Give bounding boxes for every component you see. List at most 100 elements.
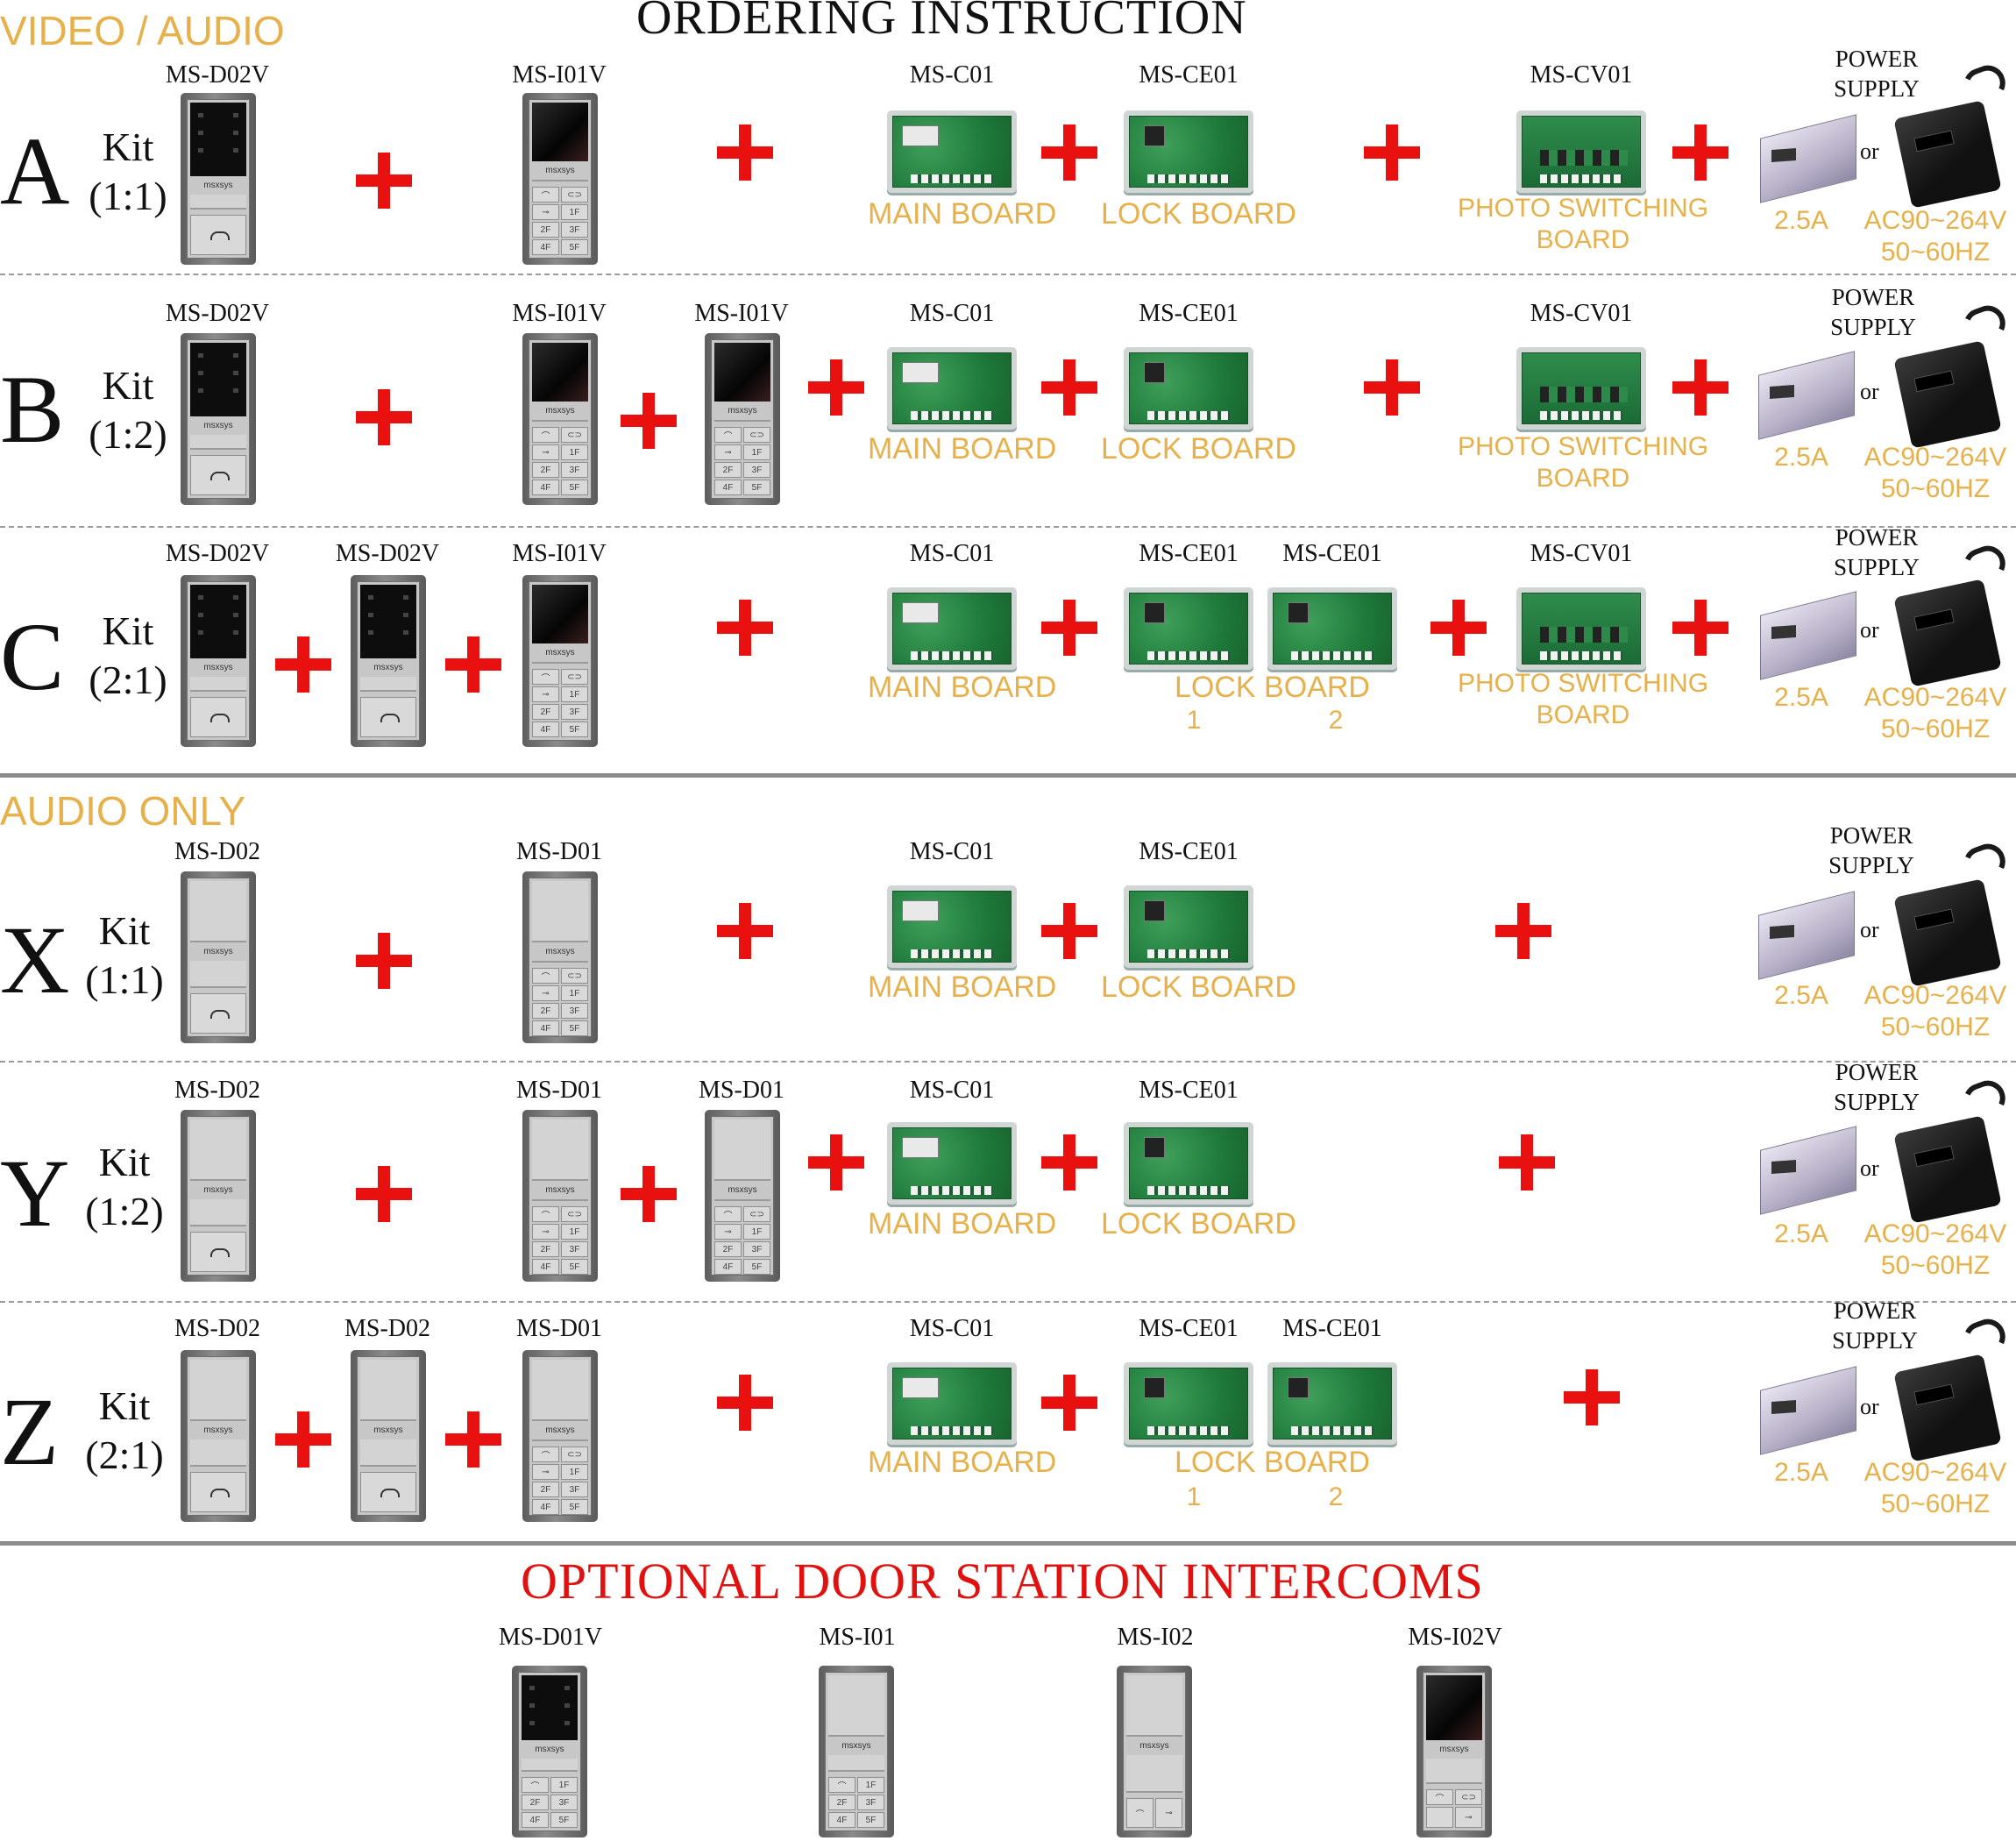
row-divider	[0, 1061, 2016, 1063]
keypad-key: ⊸	[714, 1224, 742, 1240]
keypad-key: 1F	[857, 1777, 884, 1793]
keypad-key: ⌒	[532, 187, 559, 203]
keypad-key: 3F	[857, 1795, 884, 1810]
keypad-key: ⌒	[532, 1446, 559, 1462]
keypad-key: ⊸	[532, 985, 559, 1001]
amp-label: 2.5A	[1774, 206, 1828, 235]
plus-icon	[1041, 1134, 1097, 1191]
model-label: MS-CV01	[1530, 540, 1633, 567]
camera-icon	[190, 343, 246, 416]
circuit-board-image	[1124, 110, 1253, 193]
pcb-surface	[1273, 593, 1392, 665]
call-button-icon	[190, 993, 246, 1034]
panel-face	[532, 1360, 588, 1421]
section-divider	[0, 1541, 2016, 1546]
keypad-key: 3F	[743, 462, 770, 478]
keypad-key: 2F	[714, 462, 742, 478]
plus-icon	[275, 1411, 331, 1468]
model-label: MS-I01V	[694, 300, 789, 327]
pcb-surface	[1522, 116, 1641, 188]
keypad-key: ⊂⊃	[561, 669, 588, 685]
panel-face	[828, 1755, 884, 1772]
panel-face	[190, 1439, 246, 1467]
row-letter: C	[0, 603, 65, 710]
panel-face: msxsys	[187, 99, 250, 259]
board-number: 2	[1328, 706, 1344, 735]
model-label: MS-CV01	[1530, 61, 1633, 89]
plus-icon	[1041, 124, 1097, 181]
power-adapter-image	[1760, 1126, 1856, 1215]
cable-icon	[1958, 300, 2011, 349]
panel-face: msxsys⌒⊸	[1123, 1672, 1186, 1831]
panel-face: msxsys	[187, 339, 250, 499]
keypad-key: 2F	[532, 462, 559, 478]
board-number: 1	[1186, 706, 1202, 735]
board-caption: LOCK BOARD	[1101, 970, 1296, 1004]
screen-icon	[532, 343, 588, 402]
board-caption: LOCK BOARD	[1101, 197, 1296, 231]
keypad-key: ⊂⊃	[561, 1206, 588, 1222]
keypad-key: 2F	[532, 1482, 559, 1497]
plus-icon	[445, 1411, 501, 1468]
model-label: MS-D02V	[335, 540, 440, 567]
screen-icon	[532, 585, 588, 643]
brand-logo: msxsys	[545, 1425, 575, 1435]
or-text: or	[1860, 617, 1879, 643]
pcb-surface	[892, 593, 1012, 665]
or-text: or	[1860, 139, 1879, 164]
kit-label: Kit(1:1)	[85, 908, 164, 1002]
keypad-key: ⊂⊃	[561, 187, 588, 203]
board-caption: LOCK BOARD	[1175, 1446, 1370, 1479]
brand-logo: msxsys	[1439, 1745, 1469, 1754]
plus-icon	[1041, 1375, 1097, 1431]
keypad-key: ⊂⊃	[561, 427, 588, 443]
panel-face	[532, 1199, 588, 1201]
plus-icon	[621, 393, 677, 449]
panel-face	[532, 961, 588, 963]
pcb-surface	[1129, 116, 1248, 188]
keypad-key: ⊂⊃	[743, 427, 770, 443]
keypad-key: ⊸	[714, 444, 742, 460]
plus-icon	[717, 1375, 773, 1431]
panel-face	[190, 677, 246, 692]
model-label: MS-C01	[909, 61, 995, 89]
model-label: MS-C01	[909, 540, 995, 567]
keypad-key: 5F	[561, 721, 588, 737]
model-label: MS-CE01	[1139, 838, 1239, 865]
keypad-key: 2F	[522, 1795, 549, 1810]
or-text: or	[1860, 1155, 1879, 1181]
circuit-board-image	[1267, 587, 1397, 670]
pcb-surface	[892, 891, 1012, 963]
model-label: MS-D01	[515, 838, 602, 865]
plus-icon	[717, 600, 773, 656]
keypad-key: ⌒	[522, 1777, 549, 1793]
keypad-key: ⌒	[532, 968, 559, 984]
keypad-key: 4F	[532, 1020, 559, 1036]
keypad-key: 3F	[550, 1795, 578, 1810]
keypad-key: 5F	[743, 480, 770, 495]
brand-logo: msxsys	[841, 1741, 871, 1751]
cable-icon	[1958, 838, 2011, 887]
kit-label: Kit(2:1)	[85, 1383, 164, 1477]
door-station-image: msxsys	[181, 1110, 256, 1282]
indoor-monitor-image: msxsys⌒⊸	[1117, 1666, 1192, 1837]
model-label: MS-C01	[909, 1077, 995, 1104]
cable-icon	[1958, 1075, 2011, 1124]
row-divider	[0, 1301, 2016, 1303]
keypad-key: ⌒	[1126, 1798, 1154, 1828]
panel-face: msxsys	[357, 581, 420, 741]
brand-logo: msxsys	[203, 1185, 233, 1195]
panel-face	[714, 1120, 770, 1181]
model-label: MS-C01	[909, 300, 995, 327]
row-letter: A	[0, 117, 70, 224]
